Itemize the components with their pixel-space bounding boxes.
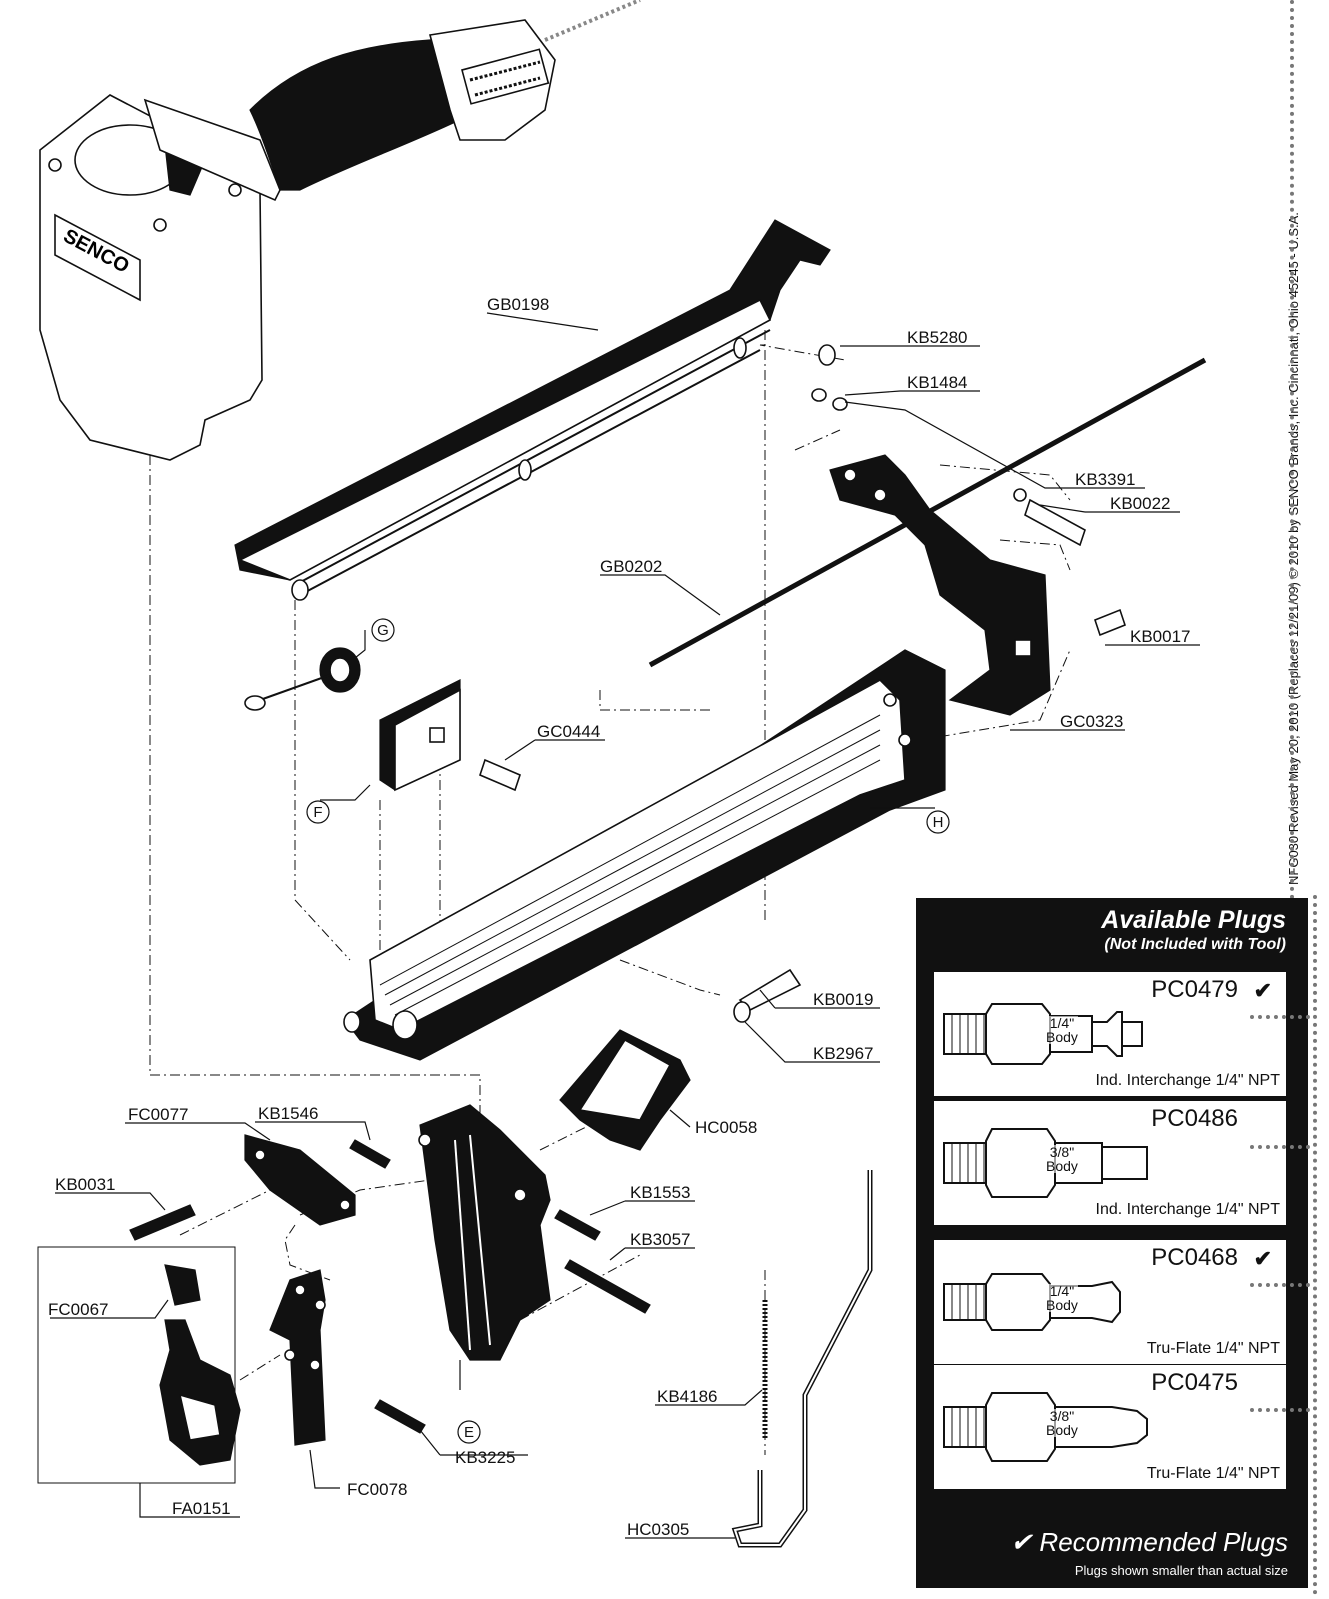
part-kb4186-hc0305: [731, 1170, 873, 1548]
callout-h: H: [933, 814, 944, 831]
label-fc0067: FC0067: [48, 1300, 108, 1319]
plug-card: 3/8"Body PC0486 Ind. Interchange 1/4" NP…: [934, 1101, 1286, 1225]
plug-icon: [943, 1128, 1148, 1198]
plugs-size-note: Plugs shown smaller than actual size: [1074, 1563, 1288, 1578]
label-hc0305: HC0305: [627, 1520, 689, 1539]
label-kb1553: KB1553: [630, 1183, 691, 1202]
part-g-f-assembly: [244, 647, 521, 792]
plug-body-word: Body: [1046, 1422, 1078, 1438]
plug-description: Tru-Flate 1/4" NPT: [1146, 1465, 1280, 1482]
plug-body-word: Body: [1046, 1297, 1078, 1313]
label-kb2967: KB2967: [813, 1044, 874, 1063]
part-gb0198-rail: [234, 219, 831, 601]
plug-dotted-leader: [1250, 1283, 1310, 1287]
plug-card: 1/4"Body PC0479 ✔ Ind. Interchange 1/4" …: [934, 972, 1286, 1096]
part-fa0151-box: [37, 1246, 241, 1484]
tool-body: SENCO: [39, 0, 641, 461]
dotted-edge-lower: [1313, 895, 1317, 1595]
plug-body-word: Body: [1046, 1029, 1078, 1045]
part-hc0058: [559, 1029, 691, 1151]
label-kb1484: KB1484: [907, 373, 968, 392]
plug-body-size: 1/4": [1049, 1283, 1075, 1299]
label-gc0323: GC0323: [1060, 712, 1123, 731]
label-gb0202: GB0202: [600, 557, 662, 576]
plug-code: PC0486: [1151, 1105, 1238, 1132]
plug-description: Ind. Interchange 1/4" NPT: [1095, 1072, 1280, 1089]
plug-card: 3/8"Body PC0475 Tru-Flate 1/4" NPT: [934, 1365, 1286, 1489]
part-magazine-h: [343, 649, 946, 1061]
plug-body-size: 3/8": [1049, 1144, 1075, 1160]
callout-g: G: [377, 622, 389, 639]
label-fc0077: FC0077: [128, 1105, 188, 1124]
plug-dotted-leader: [1250, 1145, 1310, 1149]
label-kb4186: KB4186: [657, 1387, 718, 1406]
plug-code: PC0468: [1151, 1244, 1238, 1271]
plug-icon: [943, 1392, 1148, 1462]
callout-e: E: [464, 1424, 474, 1441]
plugs-title: Available Plugs: [1101, 906, 1286, 934]
part-gc0323-bracket: [829, 454, 1051, 716]
plug-body-size: 1/4": [1049, 1015, 1075, 1031]
label-fa0151: FA0151: [172, 1499, 231, 1518]
available-plugs-panel: Available Plugs (Not Included with Tool)…: [916, 898, 1308, 1588]
dotted-edge: [1290, 0, 1294, 900]
plug-code: PC0479: [1151, 976, 1238, 1003]
recommended-check-icon: ✔: [1253, 978, 1272, 1003]
label-gc0444: GC0444: [537, 722, 600, 741]
label-kb1546: KB1546: [258, 1104, 319, 1123]
part-nose-e: [418, 1104, 551, 1361]
callout-f: F: [313, 804, 322, 821]
part-fc0078: [269, 1269, 326, 1446]
label-kb0031: KB0031: [55, 1175, 116, 1194]
recommended-check-icon: ✔: [1253, 1246, 1272, 1271]
plug-body-word: Body: [1046, 1158, 1078, 1174]
plug-code: PC0475: [1151, 1369, 1238, 1396]
label-kb3225: KB3225: [455, 1448, 516, 1467]
label-gb0198: GB0198: [487, 295, 549, 314]
pins: [129, 1139, 651, 1434]
plug-body-size: 3/8": [1049, 1408, 1075, 1424]
plug-icon: [943, 1003, 1143, 1065]
small-hardware: [733, 344, 1126, 1023]
label-kb0019: KB0019: [813, 990, 874, 1009]
label-kb3391: KB3391: [1075, 470, 1136, 489]
plug-dotted-leader: [1250, 1408, 1310, 1412]
label-kb0017: KB0017: [1130, 627, 1191, 646]
plug-description: Ind. Interchange 1/4" NPT: [1095, 1201, 1280, 1218]
label-kb3057: KB3057: [630, 1230, 691, 1249]
label-kb5280: KB5280: [907, 328, 968, 347]
part-fc0077: [244, 1134, 356, 1226]
label-hc0058: HC0058: [695, 1118, 757, 1137]
recommended-plugs-note: ✔ Recommended Plugs: [1010, 1527, 1288, 1557]
label-kb0022: KB0022: [1110, 494, 1171, 513]
plugs-subtitle: (Not Included with Tool): [1104, 936, 1286, 953]
label-fc0078: FC0078: [347, 1480, 407, 1499]
plug-card: 1/4"Body PC0468 ✔ Tru-Flate 1/4" NPT: [934, 1240, 1286, 1364]
plug-dotted-leader: [1250, 1015, 1310, 1019]
plug-description: Tru-Flate 1/4" NPT: [1146, 1340, 1280, 1357]
